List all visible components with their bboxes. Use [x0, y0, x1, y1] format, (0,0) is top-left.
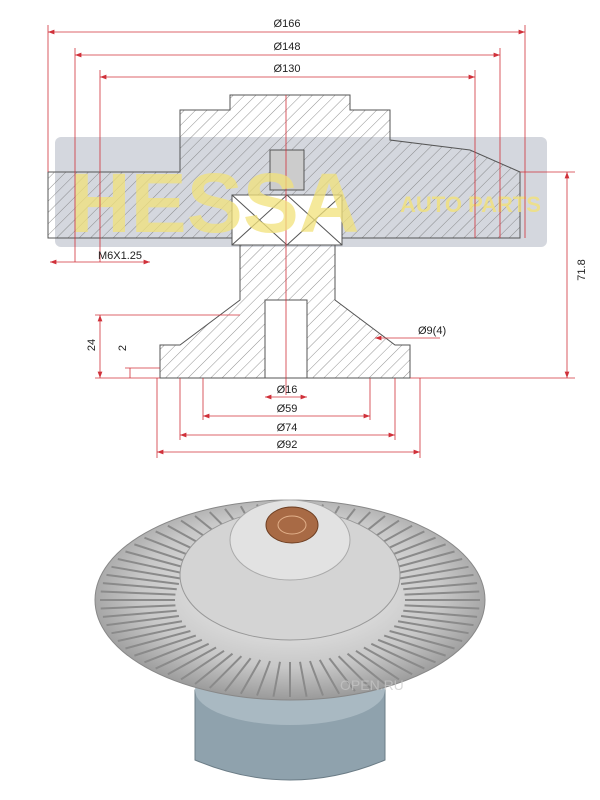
cooling-fin: [404, 590, 480, 596]
cooling-fin: [400, 573, 474, 585]
cooling-fin: [100, 604, 176, 610]
cooling-fin: [404, 604, 480, 610]
cooling-fin: [106, 573, 180, 585]
dim-flange-thickness: 2: [117, 345, 129, 351]
cooling-fin: [272, 661, 281, 697]
cooling-fin: [106, 615, 180, 627]
cooling-fin: [102, 609, 177, 618]
dim-holes: Ø9(4): [418, 325, 446, 337]
photo-watermark: OPEN.RU: [340, 677, 404, 693]
fan-clutch-photo: OPEN.RU: [94, 499, 486, 781]
cooling-fin: [117, 558, 186, 575]
cooling-fin: [111, 620, 183, 635]
cooling-fin: [224, 657, 252, 692]
cooling-fin: [144, 638, 203, 664]
cooling-fin: [355, 649, 400, 681]
cooling-fin: [111, 565, 183, 580]
cooling-fin: [403, 609, 478, 618]
cooling-fin: [370, 642, 425, 670]
cross-section: [47, 94, 521, 395]
dim-height: 71.8: [576, 259, 588, 280]
watermark-sub: AUTO PARTS: [400, 192, 541, 217]
dim-16: Ø16: [277, 384, 298, 396]
cooling-fin: [377, 638, 436, 664]
cooling-fin: [125, 550, 191, 570]
cooling-fin: [117, 625, 186, 642]
cooling-fin: [337, 655, 372, 689]
cooling-fin: [299, 661, 308, 697]
cooling-fin: [394, 625, 463, 642]
cooling-fin: [318, 659, 341, 695]
cooling-fin: [256, 660, 271, 696]
cooling-fin: [100, 590, 176, 596]
cooling-fin: [394, 558, 463, 575]
dim-92: Ø92: [277, 439, 298, 451]
dim-thread: M6X1.25: [98, 250, 142, 262]
cooling-fin: [208, 655, 243, 689]
dim-130: Ø130: [274, 63, 301, 75]
cooling-fin: [180, 649, 225, 681]
cooling-fin: [363, 646, 413, 676]
dim-74: Ø74: [277, 422, 298, 434]
cooling-fin: [194, 652, 234, 685]
cooling-fin: [125, 630, 191, 650]
dimension-lines: [47, 25, 575, 458]
cooling-fin: [346, 652, 386, 685]
cooling-fin: [389, 550, 455, 570]
cooling-fin: [155, 642, 210, 670]
cooling-fin: [383, 634, 446, 657]
dim-148: Ø148: [274, 41, 301, 53]
cooling-fin: [309, 660, 324, 696]
cooling-fin: [397, 565, 469, 580]
cooling-fin: [239, 659, 262, 695]
cooling-fin: [328, 657, 356, 692]
dim-166: Ø166: [274, 18, 301, 30]
cooling-fin: [134, 634, 197, 657]
cooling-fin: [397, 620, 469, 635]
dim-59: Ø59: [277, 403, 298, 415]
cooling-fin: [102, 582, 177, 591]
cooling-fin: [167, 646, 217, 676]
cooling-fin: [400, 615, 474, 627]
watermark-logo: HESSA: [70, 156, 359, 250]
dim-flange-height: 24: [86, 339, 98, 351]
cooling-fin: [389, 630, 455, 650]
cooling-fin: [403, 582, 478, 591]
